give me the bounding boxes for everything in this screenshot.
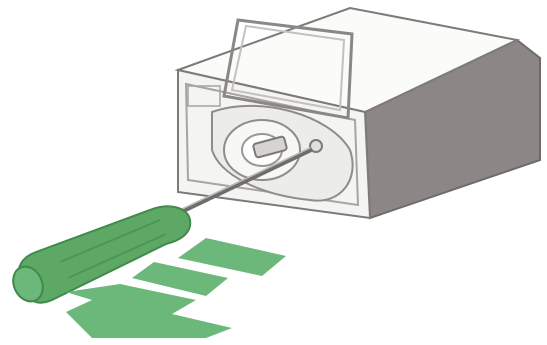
arrow-strip-1	[178, 238, 286, 276]
